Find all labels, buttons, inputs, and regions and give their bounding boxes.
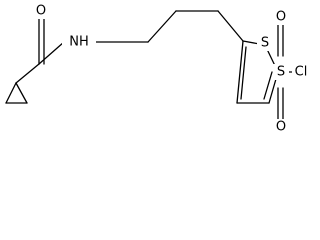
sulfonyl-oxygen-bottom-label-bg	[273, 119, 289, 135]
cyclopropyl-bond-2	[15, 82, 28, 104]
sulfonyl-oxygen-top-label-bg	[273, 9, 289, 25]
ethyl-bond-1	[147, 10, 177, 43]
carbonyl-to-nh-bond	[38, 41, 65, 65]
amide-nitrogen-label-bg	[62, 34, 96, 50]
chain-to-ring-bond	[217, 10, 244, 42]
thiophene-bond-c3-c2	[236, 40, 244, 104]
thiophene-sulfur-label-bg	[257, 35, 273, 51]
cyclopropyl-bond-3	[5, 82, 17, 104]
thiophene-sulfur-label: S	[261, 36, 269, 51]
sulfonyl-oxygen-bottom-label: O	[276, 120, 286, 135]
oxygen-carbonyl-label-bg	[33, 3, 49, 19]
amide-nitrogen-label: NH	[69, 35, 89, 50]
cyclopropyl-to-carbonyl-bond	[15, 63, 40, 84]
chemical-structure: O NH S S O O Cl	[5, 3, 310, 135]
sulfonyl-oxygen-top-label: O	[276, 10, 286, 25]
oxygen-carbonyl-label: O	[36, 4, 46, 19]
sulfonyl-sulfur-label-bg	[273, 64, 289, 80]
chlorine-label-bg	[292, 64, 310, 80]
structure-diagram: O NH S S O O Cl	[5, 3, 310, 135]
chlorine-label: Cl	[295, 65, 308, 80]
thiophene-inner-double-bond-2	[263, 71, 273, 100]
sulfonyl-sulfur-label: S	[277, 65, 285, 80]
thiophene-inner-double-bond-1	[240, 46, 247, 100]
